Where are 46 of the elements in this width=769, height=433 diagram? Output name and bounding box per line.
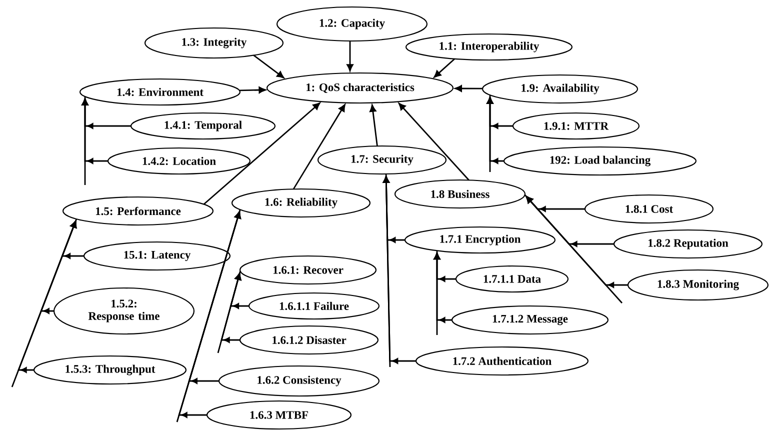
ellipse-node: 1.8.2 Reputation bbox=[613, 229, 763, 259]
arrow bbox=[18, 220, 77, 373]
arrow bbox=[253, 54, 284, 78]
ellipse-node: 1.8.3 Monitoring bbox=[627, 269, 769, 301]
ellipse-node: 1.6: Reliability bbox=[231, 188, 371, 218]
ellipse-node: 15.1: Latency bbox=[83, 241, 231, 271]
arrow bbox=[434, 252, 452, 323]
ellipse-node: 1: QoS characteristics bbox=[266, 72, 454, 104]
arrow bbox=[82, 98, 108, 164]
ellipse-node: 1.6.1.2 Disaster bbox=[239, 325, 379, 355]
ellipse-node: 1.7: Security bbox=[317, 145, 447, 175]
arrow bbox=[239, 86, 266, 94]
ellipse-node: 1.4: Environment bbox=[79, 78, 241, 106]
arrow bbox=[220, 272, 242, 343]
ellipse-node: 1.5.3: Throughput bbox=[33, 355, 187, 385]
ellipse-node: 1.7.1.1 Data bbox=[455, 265, 569, 293]
arrow bbox=[370, 104, 378, 146]
ellipse-node: 1.6.1: Recover bbox=[239, 255, 377, 285]
ellipse-node: 1.9.1: MTTR bbox=[512, 112, 640, 140]
arrow bbox=[526, 196, 628, 288]
ellipse-node: 1.6.1.1 Failure bbox=[248, 292, 380, 320]
ellipse-node: 1.6.2 Consistency bbox=[218, 365, 380, 397]
arrow bbox=[346, 41, 354, 72]
arrow bbox=[292, 104, 346, 190]
ellipse-node: 1.6.3 MTBF bbox=[206, 400, 352, 430]
arrow bbox=[434, 58, 456, 78]
ellipse-node: 1.5.2: Response time bbox=[53, 287, 195, 335]
ellipse-node: 1.5: Performance bbox=[62, 196, 214, 226]
ellipse-node: 1.2: Capacity bbox=[276, 6, 428, 42]
ellipse-node: 1.9: Availability bbox=[482, 74, 638, 104]
ellipse-node: 1.3: Integrity bbox=[144, 27, 284, 59]
ellipse-node: 1.4.2: Location bbox=[107, 147, 251, 175]
arrow bbox=[398, 102, 470, 181]
ellipse-node: 1.7.1 Encryption bbox=[404, 226, 556, 254]
ellipse-node: 1.8 Business bbox=[394, 179, 526, 209]
arrow bbox=[486, 96, 504, 164]
ellipse-node: 1.1: Interoperability bbox=[405, 33, 573, 61]
arrow bbox=[178, 211, 242, 418]
arrow bbox=[454, 85, 482, 92]
arrow bbox=[382, 176, 416, 364]
ellipse-node: 192: Load balancing bbox=[503, 146, 697, 176]
ellipse-node: 1.4.1: Temporal bbox=[130, 112, 276, 140]
ellipse-node: 1.7.2 Authentication bbox=[415, 346, 589, 376]
ellipse-node: 1.7.1.2 Message bbox=[451, 305, 609, 335]
arrow bbox=[203, 102, 320, 205]
ellipse-node: 1.8.1 Cost bbox=[584, 194, 714, 224]
